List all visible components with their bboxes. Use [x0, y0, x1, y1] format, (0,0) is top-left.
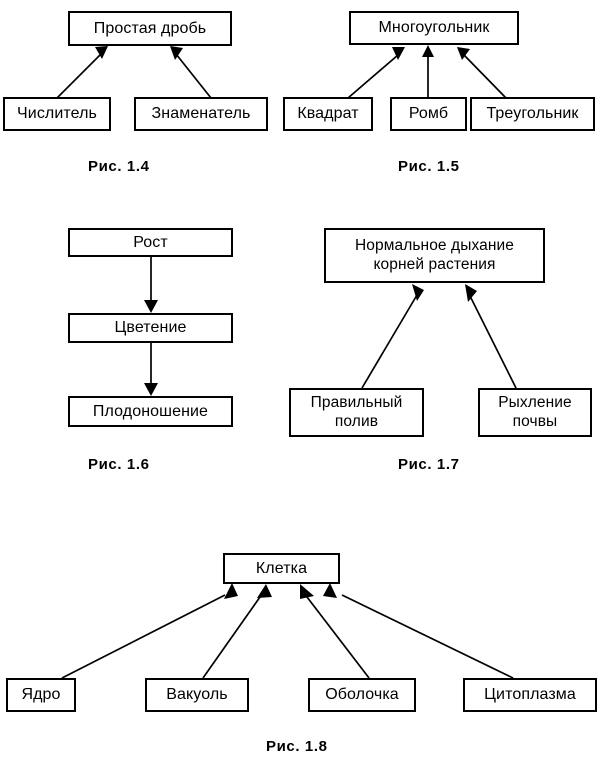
caption-fig-1-5: Рис. 1.5 — [398, 158, 460, 175]
node-mnogougolnik[interactable]: Многоугольник — [349, 11, 519, 45]
node-tsitoplazma[interactable]: Цитоплазма — [463, 678, 597, 712]
edge-pravilnyy-poliv-to-normalnoe-dyhanie — [361, 284, 424, 389]
node-normalnoe-dyhanie-korney-rasteniya[interactable]: Нормальное дыхание корней растения — [324, 228, 545, 283]
edge-rost-to-tsvetenie — [144, 257, 158, 313]
node-yadro[interactable]: Ядро — [6, 678, 76, 712]
caption-fig-1-7: Рис. 1.7 — [398, 456, 460, 473]
edge-tsvetenie-to-plodonoshenie — [144, 343, 158, 396]
caption-fig-1-6: Рис. 1.6 — [88, 456, 150, 473]
node-plodonoshenie[interactable]: Плодоношение — [68, 396, 233, 427]
node-vakuol[interactable]: Вакуоль — [145, 678, 249, 712]
edge-tsitoplazma-to-kletka — [323, 583, 514, 679]
node-ryhlenie-pochvy[interactable]: Рыхление почвы — [478, 388, 592, 437]
edge-vakuol-to-kletka — [202, 584, 272, 679]
node-treugolnik[interactable]: Треугольник — [470, 97, 595, 131]
node-prostaya-drob[interactable]: Простая дробь — [68, 11, 232, 46]
node-tsvetenie[interactable]: Цветение — [68, 313, 233, 343]
node-chislitel[interactable]: Числитель — [3, 97, 111, 131]
edge-yadro-to-kletka — [61, 583, 238, 679]
caption-fig-1-4: Рис. 1.4 — [88, 158, 150, 175]
edge-obolochka-to-kletka — [300, 584, 370, 679]
edge-treugolnik-to-mnogougolnik — [457, 47, 507, 99]
node-kvadrat[interactable]: Квадрат — [283, 97, 373, 131]
edge-znamenatel-to-prostaya-drob — [170, 46, 212, 99]
node-znamenatel[interactable]: Знаменатель — [134, 97, 268, 131]
node-kletka[interactable]: Клетка — [223, 553, 340, 584]
node-obolochka[interactable]: Оболочка — [308, 678, 416, 712]
edge-chislitel-to-prostaya-drob — [56, 46, 108, 99]
edge-ryhlenie-pochvy-to-normalnoe-dyhanie — [465, 284, 517, 389]
node-rost[interactable]: Рост — [68, 228, 233, 257]
edge-kvadrat-to-mnogougolnik — [347, 47, 405, 99]
caption-fig-1-8: Рис. 1.8 — [266, 738, 328, 755]
edge-romb-to-mnogougolnik — [422, 45, 434, 97]
node-romb[interactable]: Ромб — [390, 97, 467, 131]
node-pravilnyy-poliv[interactable]: Правильный полив — [289, 388, 424, 437]
